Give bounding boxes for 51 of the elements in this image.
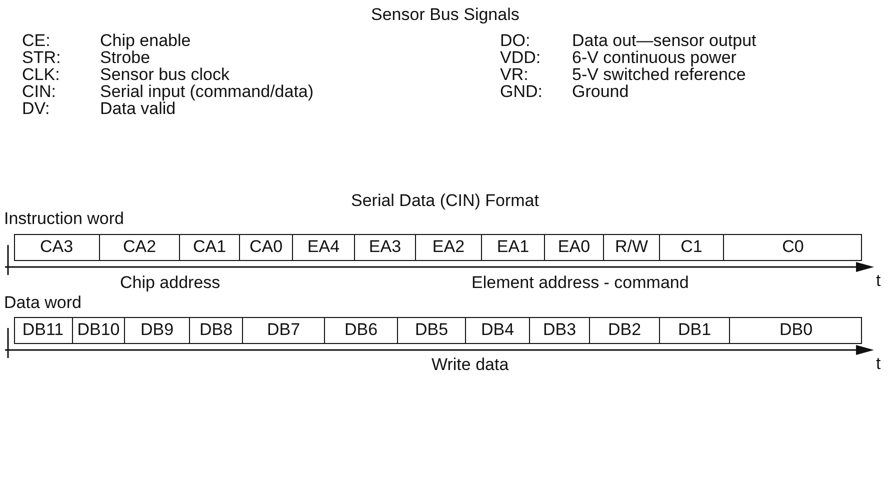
bit-field: DB5 xyxy=(398,318,466,343)
bit-field: CA1 xyxy=(180,235,240,260)
bit-field: EA0 xyxy=(545,235,604,260)
bit-field: DB11 xyxy=(14,318,73,343)
signal-description: Data valid xyxy=(100,100,176,118)
signal-name: VDD: xyxy=(500,49,541,67)
signal-name: CLK: xyxy=(22,66,60,84)
bit-field: DB4 xyxy=(466,318,530,343)
signal-description: Data out—sensor output xyxy=(572,32,756,50)
signal-description: Chip enable xyxy=(100,32,191,50)
bit-field: C1 xyxy=(660,235,724,260)
signal-description: Sensor bus clock xyxy=(100,66,230,84)
signal-name: STR: xyxy=(22,49,61,67)
field-group-label: Element address - command xyxy=(472,274,689,292)
bit-field: DB8 xyxy=(190,318,243,343)
bit-field: EA3 xyxy=(355,235,416,260)
signal-name: VR: xyxy=(500,66,528,84)
bit-field: DB7 xyxy=(243,318,325,343)
bit-field: EA2 xyxy=(416,235,482,260)
bit-field: CA0 xyxy=(240,235,293,260)
signal-description: 5-V switched reference xyxy=(572,66,746,84)
section-heading: Serial Data (CIN) Format xyxy=(351,192,539,210)
signal-description: Ground xyxy=(572,83,629,101)
signal-name: DV: xyxy=(22,100,50,118)
bit-field: CA2 xyxy=(100,235,180,260)
word-label: Instruction word xyxy=(4,210,124,228)
signal-description: 6-V continuous power xyxy=(572,49,736,67)
bit-field: CA3 xyxy=(14,235,100,260)
bit-field: DB10 xyxy=(73,318,125,343)
bit-field: C0 xyxy=(724,235,862,260)
bit-field: DB3 xyxy=(530,318,590,343)
bit-field: EA1 xyxy=(482,235,545,260)
signal-name: CIN: xyxy=(22,83,56,101)
signal-description: Strobe xyxy=(100,49,150,67)
axis-label: t xyxy=(876,272,881,290)
bit-field: DB9 xyxy=(125,318,190,343)
field-group-label: Chip address xyxy=(120,274,220,292)
bit-field: DB0 xyxy=(730,318,862,343)
axis-label: t xyxy=(876,355,881,373)
bit-field: DB1 xyxy=(660,318,730,343)
bit-field: R/W xyxy=(604,235,660,260)
signal-description: Serial input (command/data) xyxy=(100,83,314,101)
signal-name: GND: xyxy=(500,83,542,101)
diagram-title: Sensor Bus Signals xyxy=(371,6,520,24)
bit-field: EA4 xyxy=(293,235,355,260)
signal-name: DO: xyxy=(500,32,530,50)
bit-field: DB6 xyxy=(325,318,398,343)
bit-field: DB2 xyxy=(590,318,660,343)
word-label: Data word xyxy=(4,294,82,312)
field-group-label: Write data xyxy=(432,356,509,374)
signal-name: CE: xyxy=(22,32,50,50)
